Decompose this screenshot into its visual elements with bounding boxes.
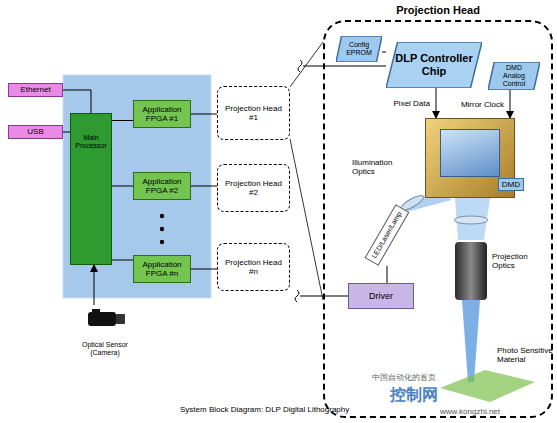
node-text: Projection Head #1 xyxy=(221,104,286,122)
controller-chip: DLP Controller Chip xyxy=(386,42,482,88)
zoom-line xyxy=(290,139,323,300)
light-beam xyxy=(462,300,480,382)
part-label: Illumination Optics xyxy=(352,158,410,176)
break-symbol xyxy=(298,60,302,72)
node-text: Driver xyxy=(369,291,393,301)
driver-box: Driver xyxy=(348,283,414,309)
part-label: Photo Sensitive Material xyxy=(497,346,553,364)
node-text: USB xyxy=(27,127,43,136)
photosensitive-plate xyxy=(440,370,535,402)
interface-box: Ethernet xyxy=(8,83,63,97)
projection-head-box: Projection Head #n xyxy=(217,243,290,291)
light-source: LED/Laser/Lamp xyxy=(365,204,410,266)
ellipsis-dot xyxy=(160,240,164,244)
fpga-box: Application FPGA #1 xyxy=(133,100,191,128)
signal-label: Mirror Clock xyxy=(460,100,505,109)
ellipsis-dot xyxy=(160,214,164,218)
connector xyxy=(436,88,437,118)
watermark-text: 中国自动化的首页 xyxy=(372,373,436,382)
ellipsis-dot xyxy=(160,227,164,231)
node-text: LED/Laser/Lamp xyxy=(370,210,403,260)
connector xyxy=(94,265,95,305)
projection-lens-barrel xyxy=(455,242,487,300)
light-beam xyxy=(455,198,490,240)
node-text: DMD Analog Control xyxy=(497,64,531,88)
caption: System Block Diagram: DLP Digital Lithog… xyxy=(180,405,349,414)
node-text: Application FPGA #2 xyxy=(136,177,188,195)
dmd-mirror-array xyxy=(440,129,500,177)
dmd-chip: DMD xyxy=(425,118,515,198)
connector xyxy=(387,266,388,283)
analog-control-chip: DMD Analog Control xyxy=(488,62,540,90)
node-text: Config EPROM xyxy=(345,41,373,57)
connector xyxy=(112,186,133,187)
processor-box: Main Processor xyxy=(70,113,112,265)
connector xyxy=(63,90,91,113)
node-text: Projection Head #2 xyxy=(221,179,286,197)
wire xyxy=(303,66,386,67)
node-text: Projection Head #n xyxy=(221,258,286,276)
watermark-text: www.kongzhi.net xyxy=(440,407,500,416)
connector xyxy=(191,186,217,187)
connector xyxy=(510,90,511,118)
projection-head-box: Projection Head #1 xyxy=(217,86,290,140)
interface-box: USB xyxy=(8,125,63,139)
node-text: Application FPGA #1 xyxy=(136,105,188,123)
fpga-box: Application FPGA #2 xyxy=(133,172,191,200)
chip-outline xyxy=(336,36,382,62)
eprom-chip: Config EPROM xyxy=(336,36,382,62)
camera-lens xyxy=(116,314,125,324)
fpga-box: Application FPGA #n xyxy=(133,255,191,283)
connector xyxy=(191,114,217,115)
node-text: Application FPGA #n xyxy=(136,260,188,278)
part-label: Projection Optics xyxy=(492,252,548,270)
node-text: DMD xyxy=(498,178,524,191)
connector xyxy=(382,52,386,53)
projection-head-box: Projection Head #2 xyxy=(217,164,290,212)
connector xyxy=(191,269,217,270)
node-text: Projection Head xyxy=(325,4,551,17)
projection-lens xyxy=(454,216,488,224)
node-text: DLP Controller Chip xyxy=(395,52,473,77)
chip-outline xyxy=(386,42,482,88)
camera-node: Optical Sensor (Camera) xyxy=(76,305,134,357)
connector xyxy=(112,120,133,121)
node-text: Ethernet xyxy=(20,85,50,94)
connector xyxy=(63,132,70,133)
node-text: Optical Sensor (Camera) xyxy=(76,341,134,357)
break-symbol xyxy=(295,290,299,302)
watermark-text: 控制网 xyxy=(390,386,438,404)
node-text: Main Processor xyxy=(73,134,109,150)
chip-outline xyxy=(488,62,540,90)
camera-icon xyxy=(88,312,116,326)
processor-panel xyxy=(63,75,211,298)
signal-label: Pixel Data xyxy=(393,99,431,108)
connector xyxy=(112,260,133,261)
zoom-line xyxy=(290,42,323,87)
